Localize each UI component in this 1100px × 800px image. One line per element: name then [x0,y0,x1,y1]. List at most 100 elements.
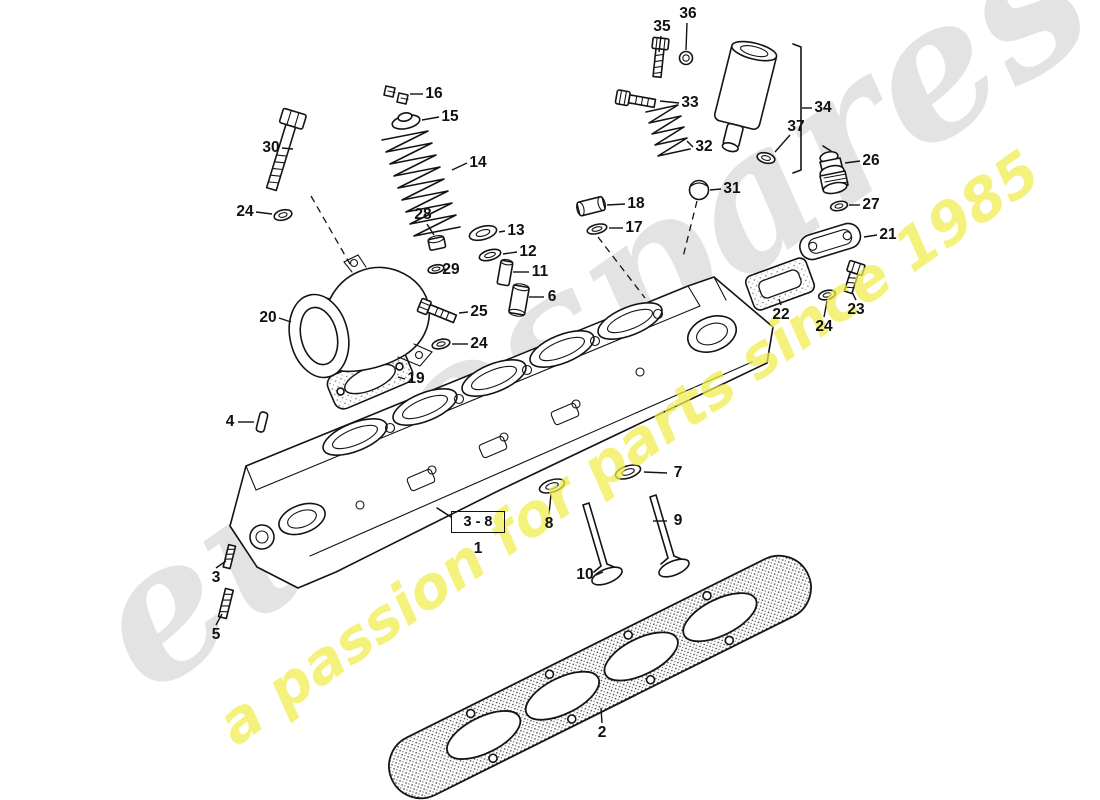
part-22-gasket [744,257,816,311]
callout-26[interactable]: 26 [862,152,880,169]
part-8-valve-seal [538,478,566,494]
part-11-valve-guide [496,258,514,287]
leader-line-22 [778,298,782,306]
callout-4[interactable]: 4 [225,413,235,430]
callout-11[interactable]: 11 [531,263,549,280]
callout-34[interactable]: 34 [814,99,832,116]
callout-10[interactable]: 10 [576,566,594,583]
part-12-ring [478,248,502,262]
leader-line-20 [278,317,292,323]
callout-19[interactable]: 19 [407,370,425,387]
leader-line-28 [426,223,435,236]
part-4-pin [255,411,269,433]
callout-8[interactable]: 8 [544,515,554,532]
part-37-seal-ring [756,151,776,165]
callout-33[interactable]: 33 [681,94,699,111]
part-6-valve-guide [508,283,530,317]
leader-line-24 [255,211,273,215]
dash-line-31 [682,200,698,258]
assembly-box-leader [436,507,452,518]
leader-line-30 [281,147,294,150]
part-24-washer-a [273,208,293,222]
callout-14[interactable]: 14 [469,154,487,171]
callout-27[interactable]: 27 [862,196,880,213]
callout-21[interactable]: 21 [879,226,897,243]
bracket-34 [792,43,802,174]
callout-16[interactable]: 16 [425,85,443,102]
callout-22[interactable]: 22 [772,306,790,323]
callout-28[interactable]: 28 [414,206,432,223]
leader-line-10 [595,571,604,576]
part-17-washer [586,223,608,235]
leader-line-15 [421,116,440,121]
callout-24[interactable]: 24 [470,335,488,352]
part-15-spring-retainer [391,112,421,130]
part-10-valve [582,502,623,586]
part-24-washer-c [817,289,837,301]
callout-15[interactable]: 15 [441,108,459,125]
part-19-gasket [326,348,414,410]
part-36-seal-ring [678,50,694,66]
part-30-bolt [265,107,307,192]
callout-20[interactable]: 20 [259,309,277,326]
part-1-cylinder-head [229,276,774,589]
part-21-bracket [799,222,862,261]
callout-24[interactable]: 24 [236,203,254,220]
leader-line-14 [451,162,468,171]
leader-line-35 [658,35,662,53]
leader-line-2 [600,707,603,724]
callout-13[interactable]: 13 [507,222,525,239]
callout-30[interactable]: 30 [262,139,280,156]
callout-25[interactable]: 25 [470,303,488,320]
leader-line-layer [215,22,878,724]
part-34-tappet [713,40,778,153]
part-5-stud [217,587,235,620]
leader-line-8 [548,493,552,515]
callout-23[interactable]: 23 [847,301,865,318]
callout-6[interactable]: 6 [547,288,557,305]
leader-line-5 [215,613,223,626]
callout-2[interactable]: 2 [597,724,607,741]
part-28-plug [427,235,447,251]
part-3-stud [222,543,237,570]
callout-24[interactable]: 24 [815,318,833,335]
part-29-ring [427,263,445,275]
part-26-sensor [819,145,849,195]
part-2-head-gasket [388,554,812,800]
leader-line-21 [863,234,878,238]
leader-line-13 [498,230,506,233]
part-31-plug [688,179,710,201]
callout-3[interactable]: 3 [211,569,221,586]
callout-36[interactable]: 36 [679,5,697,22]
leader-line-29 [443,268,447,271]
part-33-screw [614,89,657,109]
leader-line-26 [844,160,861,164]
leader-line-18 [606,203,626,206]
callout-37[interactable]: 37 [787,118,805,135]
callout-12[interactable]: 12 [519,243,537,260]
leader-line-7 [643,471,668,474]
assembly-group-box[interactable]: 3 - 8 [451,511,505,533]
leader-line-37 [774,134,791,153]
part-25-bolt [416,297,458,324]
callout-17[interactable]: 17 [625,219,643,236]
part-18-sleeve [576,195,607,217]
part-14-valve-spring [381,130,461,237]
leader-line-31 [709,188,722,191]
callout-18[interactable]: 18 [627,195,645,212]
callout-9[interactable]: 9 [673,512,683,529]
callout-29[interactable]: 29 [442,261,460,278]
callout-32[interactable]: 32 [695,138,713,155]
callout-31[interactable]: 31 [723,180,741,197]
leader-line-25 [458,311,469,314]
part-7-valve-seal [614,464,642,480]
callout-7[interactable]: 7 [673,464,683,481]
callout-35[interactable]: 35 [653,18,671,35]
callout-5[interactable]: 5 [211,626,221,643]
leader-line-36 [685,22,688,51]
part-20-intake-flange [288,254,433,379]
callout-1[interactable]: 1 [473,540,483,557]
